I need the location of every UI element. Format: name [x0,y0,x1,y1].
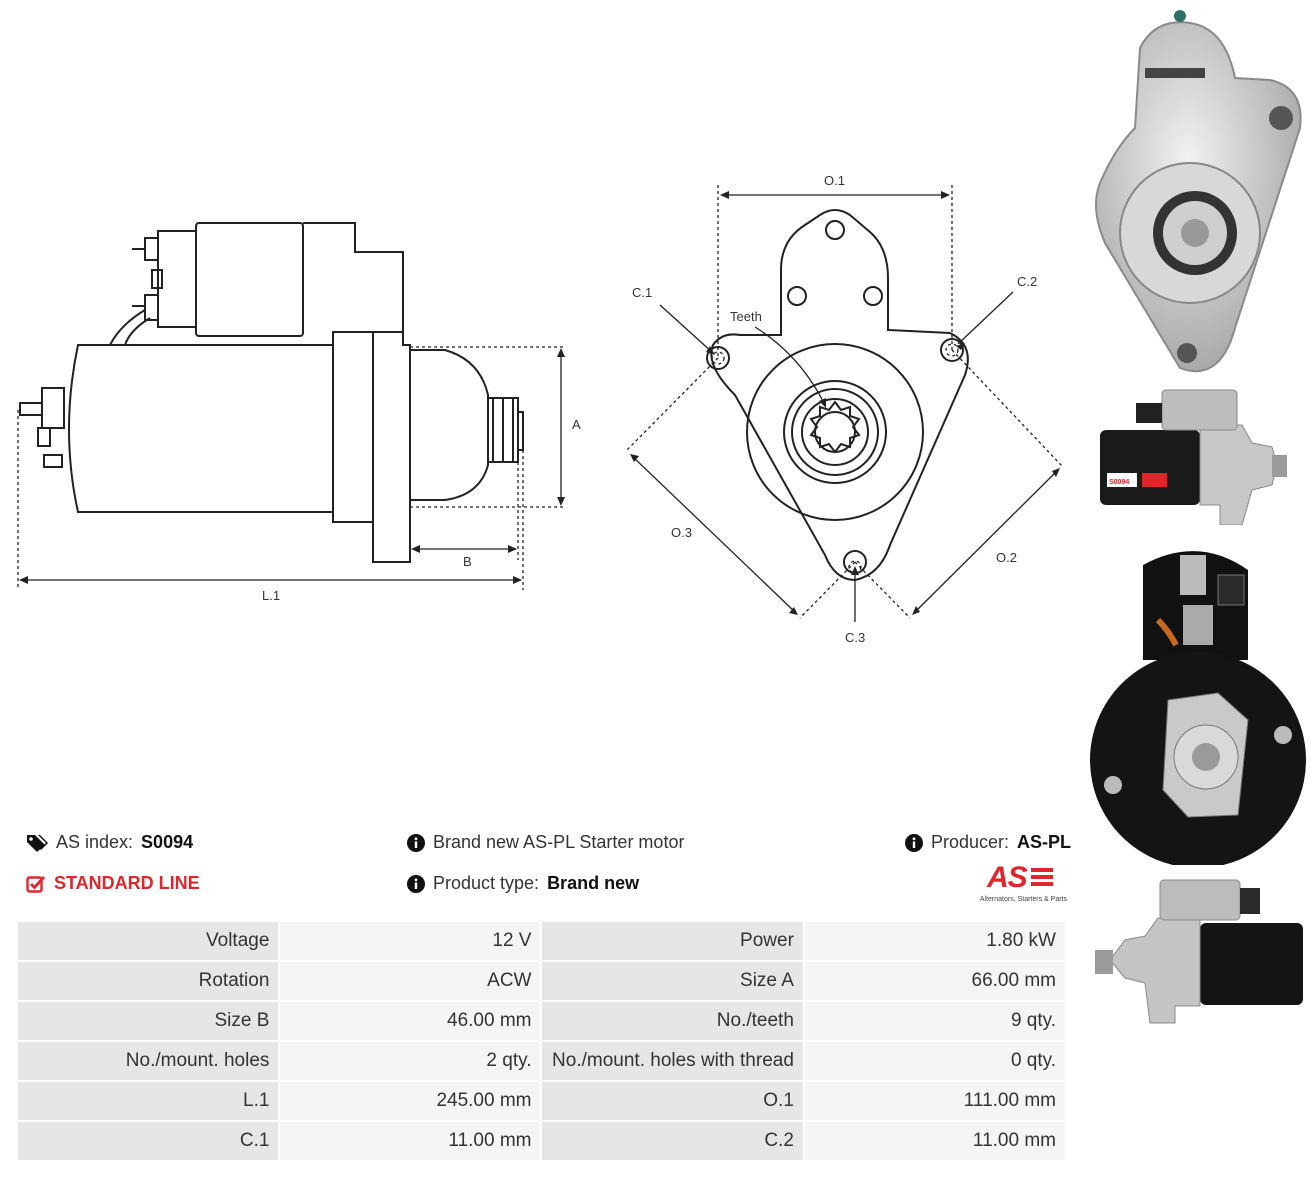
as-logo: AS Alternators, Starters & Parts [965,862,1067,906]
producer-line: Producer: AS-PL [905,832,1071,853]
tags-icon [27,834,48,852]
spec-key: Size A [540,960,805,1002]
label-o2: O.2 [996,550,1017,565]
product-photo-front [1095,10,1302,373]
spec-key: No./teeth [540,1000,805,1042]
side-view-drawing: A B L.1 [17,222,581,603]
standard-line-label: STANDARD LINE [54,873,200,893]
spec-key: No./mount. holes with thread [540,1040,805,1082]
spec-value: ACW [278,960,543,1002]
as-index-label: AS index: [56,832,134,852]
spec-value: 11.00 mm [278,1120,543,1162]
spec-value: 11.00 mm [802,1120,1068,1162]
product-type-value: Brand new [547,873,640,893]
spec-key: Size B [15,1000,281,1042]
spec-key: Voltage [15,920,281,962]
spec-value: 111.00 mm [802,1080,1068,1122]
producer-label: Producer: [931,832,1010,852]
producer-value: AS-PL [1017,832,1072,852]
spec-key: C.1 [15,1120,281,1162]
front-view-drawing: O.1 C.1 C.2 Teeth O.3 O.2 C.3 [626,173,1063,645]
description-line: Brand new AS-PL Starter motor [407,832,684,853]
spec-key: Power [540,920,805,962]
as-logo-mark: AS [987,861,1028,894]
spec-value: 0 qty. [802,1040,1068,1082]
product-photo-side-reverse [1095,879,1303,1024]
spec-value: 2 qty. [278,1040,543,1082]
description-text: Brand new AS-PL Starter motor [433,832,685,852]
info-circle-icon [407,833,425,852]
product-type-line: Product type: Brand new [407,873,639,894]
label-c3: C.3 [845,630,865,645]
product-photo-rear [1090,551,1306,865]
check-square-icon [26,875,46,893]
as-index-line: AS index: S0094 [26,832,193,853]
label-teeth: Teeth [730,309,762,324]
spec-key: L.1 [15,1080,281,1122]
spec-value: 9 qty. [802,1000,1068,1042]
product-type-label: Product type: [433,873,540,893]
as-index-value: S0094 [141,832,194,852]
spec-value: 1.80 kW [802,920,1068,962]
label-o3: O.3 [671,525,692,540]
spec-value: 46.00 mm [278,1000,543,1042]
label-length-l1: L.1 [262,588,280,603]
spec-key: C.2 [540,1120,805,1162]
label-size-b: B [463,554,472,569]
spec-value: 245.00 mm [278,1080,543,1122]
info-circle-icon [407,874,425,893]
label-c1: C.1 [632,285,652,300]
info-circle-icon [905,833,923,852]
label-o1: O.1 [824,173,845,188]
standard-line: STANDARD LINE [26,873,200,894]
spec-value: 12 V [278,920,543,962]
label-c2: C.2 [1017,274,1037,289]
spec-key: O.1 [540,1080,805,1122]
label-size-a: A [572,417,581,432]
product-photo-side: S0094 [1100,389,1287,525]
spec-value: 66.00 mm [802,960,1068,1002]
photo-label-code: S0094 [1109,479,1129,486]
as-logo-tagline: Alternators, Starters & Parts [979,896,1067,903]
spec-key: Rotation [15,960,281,1002]
spec-key: No./mount. holes [15,1040,281,1082]
